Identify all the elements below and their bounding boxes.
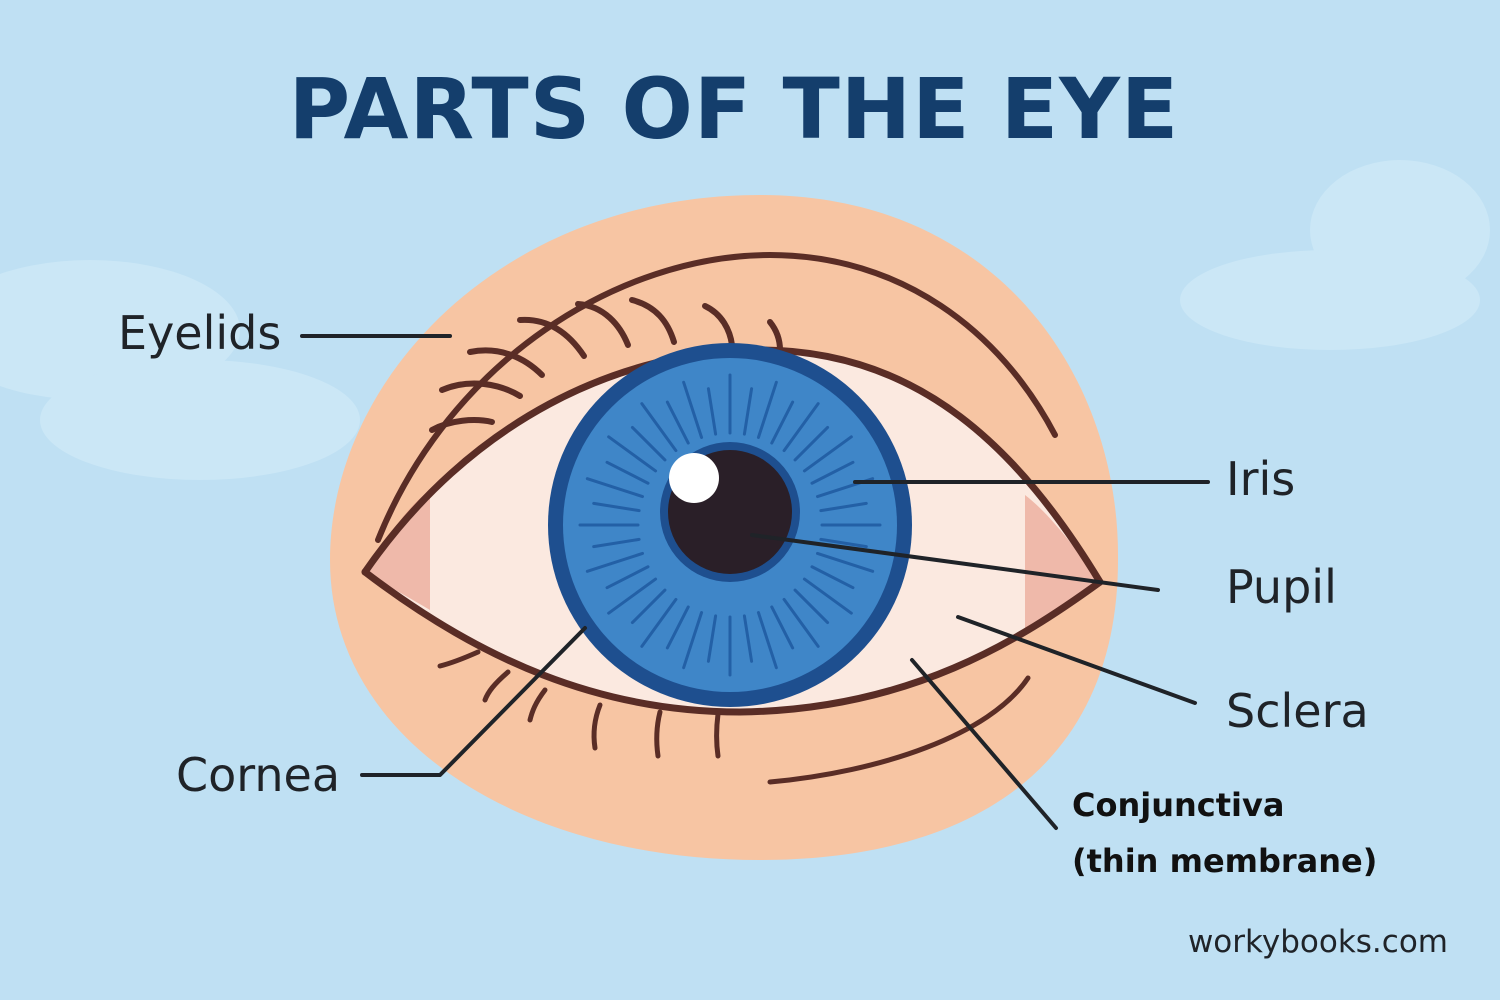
upper-eyelashes	[429, 297, 783, 433]
sclera-label: Sclera	[1226, 684, 1369, 738]
lower-eyelid-line	[361, 568, 1104, 716]
conjunctiva-label: Conjunctiva	[1072, 786, 1285, 824]
site-credit: workybooks.com	[1187, 924, 1448, 960]
iris-streak	[802, 577, 853, 615]
cornea-label: Cornea	[176, 748, 341, 802]
lower-eyelashes	[437, 649, 721, 759]
conjunctiva-note: (thin membrane)	[1072, 842, 1378, 880]
iris-streak	[756, 610, 778, 670]
iris-label: Iris	[1226, 452, 1296, 506]
eye-highlight	[669, 453, 719, 503]
iris-streak	[605, 460, 650, 485]
pupil-leader-line	[750, 533, 1160, 592]
iris-streak	[706, 387, 718, 436]
iris-streak	[682, 380, 704, 440]
outer-corner	[1025, 495, 1100, 630]
iris-streak	[585, 477, 645, 499]
iris-streak	[665, 605, 690, 650]
sclera-leader-line	[956, 615, 1197, 705]
iris-streak	[782, 597, 820, 648]
iris-streak	[592, 501, 641, 513]
iris-streak	[630, 588, 667, 625]
iris-streak	[630, 425, 667, 462]
iris-streak	[770, 400, 795, 445]
background-clouds	[0, 160, 1490, 480]
iris-streak	[682, 610, 704, 670]
inner-corner	[368, 490, 430, 610]
eyelid-crease	[375, 251, 1058, 543]
iris-streak	[810, 460, 855, 485]
iris-streak	[742, 387, 754, 436]
iris-streak	[640, 402, 678, 453]
iris-streak	[665, 400, 690, 445]
iris-streak	[607, 435, 658, 473]
iris-streak	[770, 605, 795, 650]
iris-streak	[782, 402, 820, 453]
iris-streaks	[578, 373, 882, 677]
iris-streak	[592, 537, 641, 549]
conjunctiva-leader-line	[910, 658, 1058, 830]
leader-lines	[300, 334, 1210, 830]
under-eye-crease	[767, 675, 1031, 785]
iris-streak	[585, 551, 645, 573]
iris-streak	[605, 565, 650, 590]
cornea-leader-line	[360, 626, 587, 777]
pupil-label: Pupil	[1226, 560, 1337, 614]
iris-streak	[756, 380, 778, 440]
iris-streak	[819, 537, 868, 549]
eyelids-label: Eyelids	[118, 306, 282, 360]
iris-streak	[819, 501, 868, 513]
iris-streak	[793, 425, 830, 462]
iris-streak	[607, 577, 658, 615]
iris-streak	[793, 588, 830, 625]
iris-streak	[742, 614, 754, 663]
iris-streak	[706, 614, 718, 663]
page-title: PARTS OF THE EYE	[288, 60, 1180, 158]
iris-streak	[810, 565, 855, 590]
iris-streak	[802, 435, 853, 473]
iris-streak	[640, 597, 678, 648]
iris-streak	[815, 551, 875, 573]
